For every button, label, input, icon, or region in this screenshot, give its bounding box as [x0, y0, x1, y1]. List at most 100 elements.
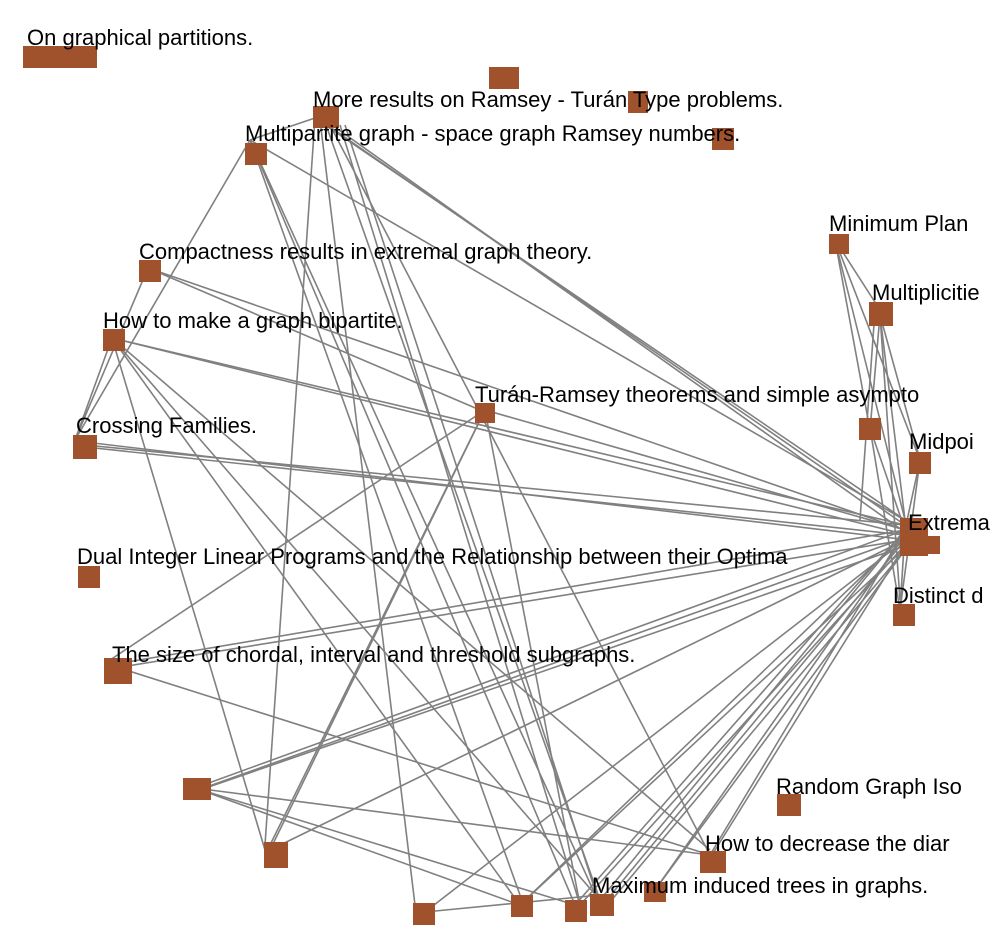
node-multiplicitie[interactable]: [869, 302, 893, 326]
edge-1: [249, 117, 316, 141]
edge-layer: [74, 117, 921, 913]
node-label-graphical-partitions: On graphical partitions.: [27, 25, 253, 50]
node-label-extrema: Extrema: [908, 510, 991, 535]
node-label-minimum-plan: Minimum Plan: [829, 211, 968, 236]
edge-25: [484, 409, 906, 531]
edge-15: [147, 267, 906, 531]
node-label-chordal: The size of chordal, interval and thresh…: [112, 642, 635, 667]
node-label-multiplicitie: Multiplicitie: [872, 280, 980, 305]
edge-34: [834, 239, 871, 431]
node-minimum-plan[interactable]: [829, 234, 849, 254]
edge-13: [339, 124, 581, 906]
edge-58: [711, 544, 906, 856]
node-compactness[interactable]: [139, 260, 161, 282]
edge-9: [264, 117, 316, 846]
edge-24: [111, 337, 266, 851]
node-turan-ramsey[interactable]: [475, 403, 495, 423]
edge-12: [329, 124, 711, 856]
edge-8: [324, 119, 903, 531]
edge-62: [654, 534, 906, 891]
edge-51: [199, 544, 909, 791]
node-lower-left[interactable]: [264, 842, 288, 868]
edge-67: [519, 547, 906, 906]
label-layer: On graphical partitions. More results on…: [27, 25, 991, 898]
edge-3: [249, 139, 521, 896]
node-label-max-induced: Maximum induced trees in graphs.: [592, 873, 928, 898]
edge-55: [269, 409, 486, 851]
edge-46: [109, 529, 906, 666]
edge-10: [319, 119, 416, 906]
edge-68: [424, 539, 906, 913]
edge-53: [194, 787, 576, 906]
node-max-induced-a[interactable]: [590, 894, 614, 916]
edge-14: [344, 124, 601, 906]
node-bipartite[interactable]: [103, 329, 125, 351]
edge-49: [194, 529, 906, 789]
edge-22: [111, 337, 601, 901]
node-label-bipartite: How to make a graph bipartite.: [103, 308, 403, 333]
node-label-distinct: Distinct d: [893, 583, 983, 608]
edge-37: [879, 314, 906, 521]
edge-57: [709, 529, 906, 856]
node-label-dual-integer: Dual Integer Linear Programs and the Rel…: [77, 544, 788, 569]
node-label-turan-ramsey: Turán-Ramsey theorems and simple asympto: [475, 382, 919, 407]
edge-17: [147, 267, 481, 411]
node-bottom-1[interactable]: [413, 903, 435, 925]
edge-5: [249, 139, 601, 906]
node-bottom-left[interactable]: [183, 778, 211, 800]
node-label-decrease-diam: How to decrease the diar: [705, 831, 950, 856]
edge-2: [74, 139, 251, 441]
node-top-b[interactable]: [628, 91, 648, 113]
node-random-iso[interactable]: [777, 794, 801, 816]
edge-20: [74, 337, 113, 441]
node-extrema-b[interactable]: [922, 536, 940, 554]
edge-21: [111, 337, 521, 906]
node-numbers[interactable]: [712, 128, 734, 150]
node-label-midpoi: Midpoi: [909, 429, 974, 454]
edge-40: [859, 309, 876, 521]
node-top-a[interactable]: [489, 67, 519, 89]
edge-61: [609, 549, 906, 903]
edge-0: [249, 139, 909, 523]
edge-28: [109, 409, 486, 661]
node-multipartite-top[interactable]: [313, 106, 339, 128]
node-mid-right[interactable]: [859, 418, 881, 440]
edge-41: [869, 427, 906, 531]
edge-64: [574, 529, 906, 906]
edge-16: [74, 267, 149, 441]
edge-39: [879, 314, 901, 601]
node-distinct[interactable]: [893, 604, 915, 626]
edge-38: [879, 314, 921, 461]
edge-54: [194, 787, 521, 906]
node-dual-integer[interactable]: [78, 566, 100, 588]
node-label-ramsey-turan: More results on Ramsey - Turán Type prob…: [313, 87, 783, 112]
edge-36: [869, 314, 881, 431]
node-graphical-partitions[interactable]: [23, 46, 97, 68]
node-chordal[interactable]: [104, 658, 132, 684]
edge-7: [319, 119, 906, 526]
edge-65: [579, 544, 906, 906]
edge-52: [194, 787, 711, 856]
node-layer: [23, 46, 940, 925]
node-midpoi[interactable]: [909, 452, 931, 474]
edge-18: [111, 337, 906, 526]
edge-23: [111, 337, 711, 851]
edge-47: [114, 539, 906, 669]
node-decrease-diam[interactable]: [700, 851, 726, 873]
node-crossing[interactable]: [73, 435, 97, 459]
edge-63: [654, 549, 906, 891]
node-max-induced-b[interactable]: [644, 882, 666, 902]
edge-27: [484, 409, 581, 906]
node-bottom-3[interactable]: [565, 900, 587, 922]
edge-56: [269, 539, 906, 851]
node-label-crossing: Crossing Families.: [76, 413, 257, 438]
node-label-multipartite: Multipartite graph - space graph Ramsey …: [245, 121, 740, 146]
edge-48: [109, 664, 711, 856]
edge-19: [111, 337, 909, 536]
node-multipartite[interactable]: [245, 143, 267, 165]
node-bottom-2[interactable]: [511, 895, 533, 917]
edge-50: [197, 537, 906, 791]
node-label-random-iso: Random Graph Iso: [776, 774, 962, 799]
edge-31: [84, 441, 909, 541]
